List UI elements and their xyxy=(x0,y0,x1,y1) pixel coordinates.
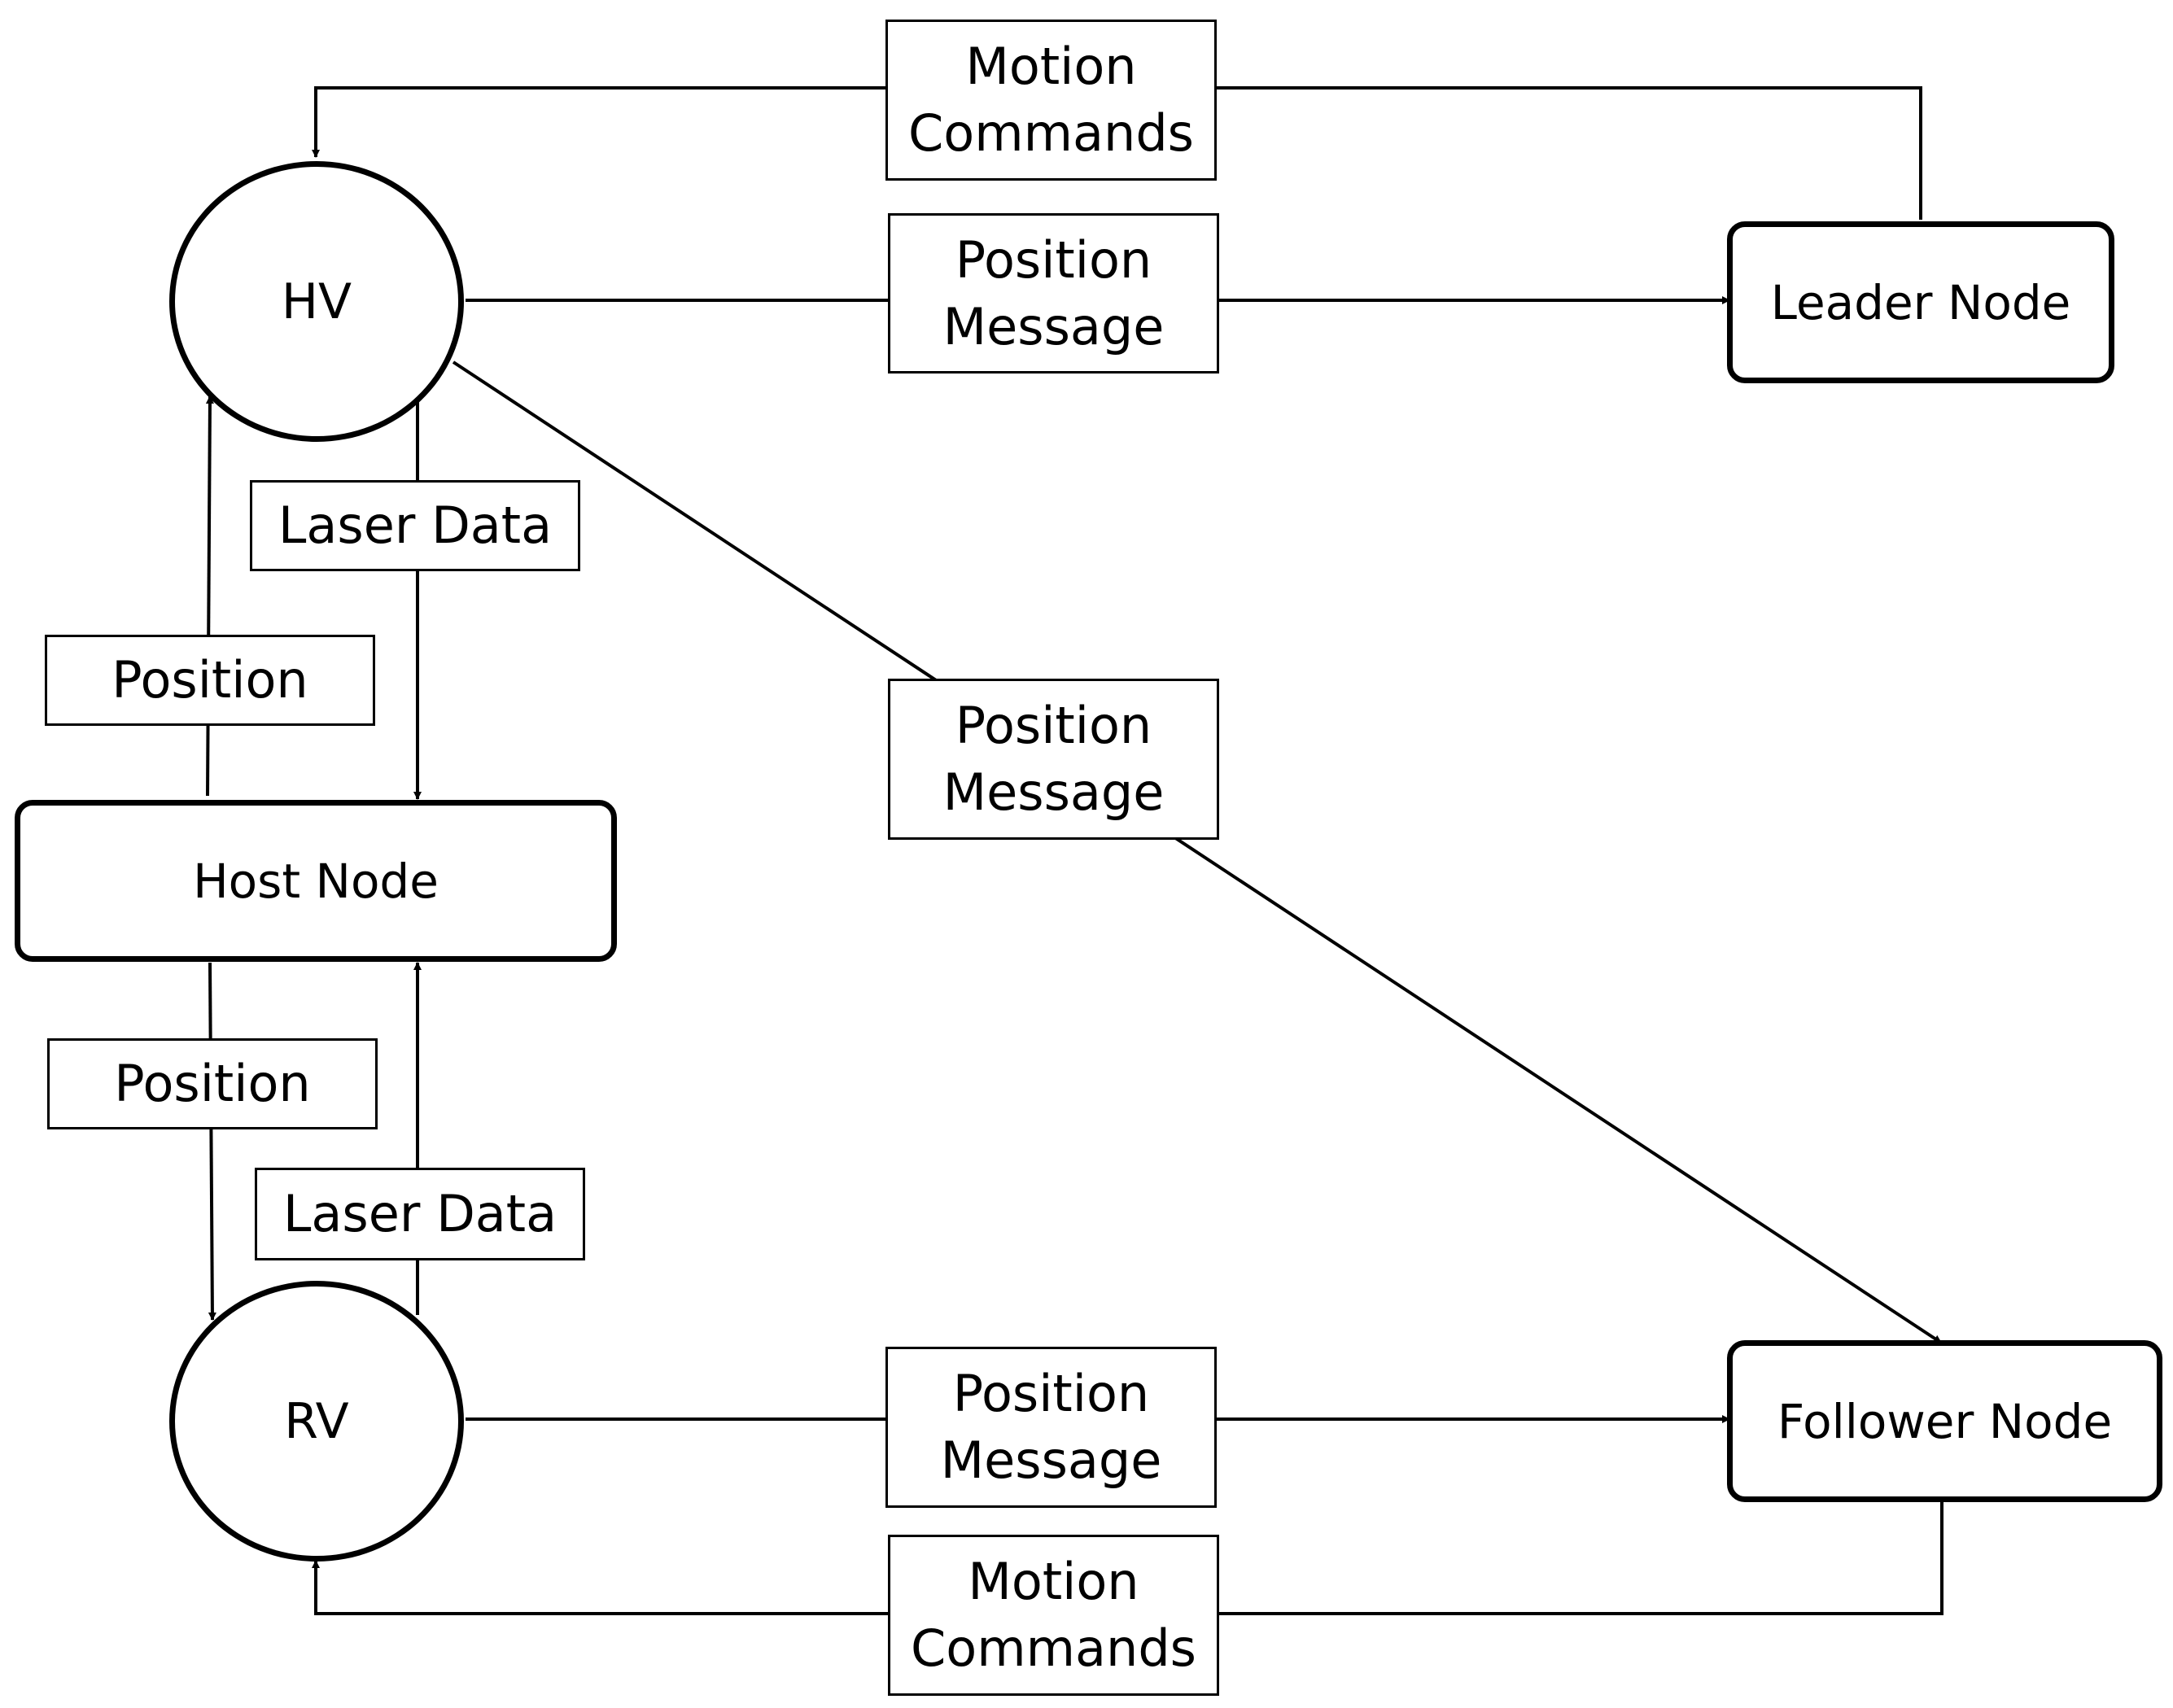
edge-host-to-rv-position xyxy=(208,962,216,1321)
position-label-host-rv: Position xyxy=(47,1038,378,1129)
motion-commands-bottom-line2: Commands xyxy=(911,1618,1196,1678)
position-message-label-hv-follower: Position Message xyxy=(888,679,1219,840)
edge-host-to-hv-position xyxy=(205,395,214,797)
follower-node-label: Follower Node xyxy=(1777,1393,2113,1449)
position-message-hv-follower-line1: Position xyxy=(955,696,1152,756)
position-message-label-rv-follower: Position Message xyxy=(885,1347,1217,1508)
laser-data-hv-text: Laser Data xyxy=(278,496,553,556)
leader-node-label: Leader Node xyxy=(1770,274,2071,330)
hv-vehicle: HV xyxy=(169,161,464,442)
position-host-hv-text: Position xyxy=(111,650,308,710)
rv-label: RV xyxy=(284,1392,349,1450)
motion-commands-top-line2: Commands xyxy=(908,103,1194,163)
laser-data-rv-text: Laser Data xyxy=(282,1184,557,1244)
position-message-rv-follower-line2: Message xyxy=(940,1431,1162,1490)
position-message-hv-leader-line2: Message xyxy=(942,296,1165,356)
position-message-hv-leader-line1: Position xyxy=(955,229,1152,290)
host-node-label: Host Node xyxy=(193,853,439,909)
leader-node: Leader Node xyxy=(1727,221,2114,383)
motion-commands-label-top: Motion Commands xyxy=(885,20,1217,181)
edge-hv-to-follower-position-message xyxy=(452,360,1943,1344)
motion-commands-bottom-line1: Motion xyxy=(968,1552,1139,1612)
position-message-rv-follower-line1: Position xyxy=(952,1364,1150,1424)
follower-node: Follower Node xyxy=(1727,1340,2162,1502)
position-message-label-hv-leader: Position Message xyxy=(888,213,1219,373)
laser-data-label-hv: Laser Data xyxy=(250,480,580,571)
host-node: Host Node xyxy=(15,800,617,962)
position-label-host-hv: Position xyxy=(45,635,375,726)
position-host-rv-text: Position xyxy=(114,1054,311,1114)
laser-data-label-rv: Laser Data xyxy=(255,1168,585,1260)
motion-commands-top-line1: Motion xyxy=(965,37,1137,97)
position-message-hv-follower-line2: Message xyxy=(942,762,1165,822)
rv-vehicle: RV xyxy=(169,1281,464,1562)
motion-commands-label-bottom: Motion Commands xyxy=(888,1535,1219,1696)
hv-label: HV xyxy=(281,273,352,330)
